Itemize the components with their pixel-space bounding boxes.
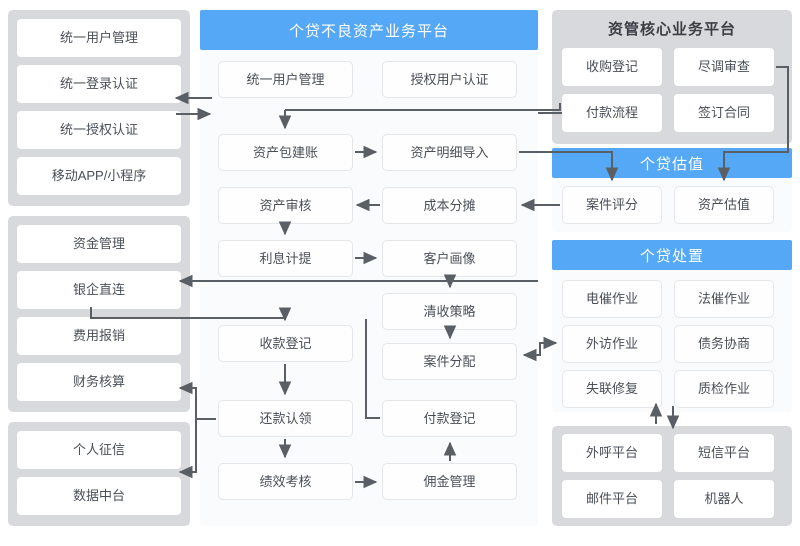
right-item-lost-contact-recovery[interactable]: 失联修复	[562, 370, 662, 408]
right-item-phone-collection[interactable]: 电催作业	[562, 280, 662, 318]
left-item-unified-login-auth[interactable]: 统一登录认证	[17, 65, 181, 103]
center-box-asset-detail-import[interactable]: 资产明细导入	[382, 134, 517, 171]
left-item-personal-credit[interactable]: 个人征信	[17, 431, 181, 469]
left-item-fund-mgmt[interactable]: 资金管理	[17, 225, 181, 263]
left-group-finance: 资金管理 银企直连 费用报销 财务核算	[8, 216, 190, 412]
right-item-sms-platform[interactable]: 短信平台	[674, 434, 774, 472]
right-item-case-scoring[interactable]: 案件评分	[562, 186, 662, 224]
center-box-customer-profile[interactable]: 客户画像	[382, 240, 517, 277]
left-item-data-midplatform[interactable]: 数据中台	[17, 477, 181, 515]
left-item-mobile-app[interactable]: 移动APP/小程序	[17, 157, 181, 195]
right-item-payment-process[interactable]: 付款流程	[562, 94, 662, 132]
center-box-receipt-registration[interactable]: 收款登记	[218, 325, 353, 362]
right-header-loan-disposal: 个贷处置	[552, 240, 792, 270]
center-box-interest-accrual[interactable]: 利息计提	[218, 240, 353, 277]
left-item-bank-enterprise-link[interactable]: 银企直连	[17, 271, 181, 309]
left-item-unified-authz[interactable]: 统一授权认证	[17, 111, 181, 149]
left-group-data: 个人征信 数据中台	[8, 422, 190, 526]
left-item-expense-reimbursement[interactable]: 费用报销	[17, 317, 181, 355]
right-item-sign-contract[interactable]: 签订合同	[674, 94, 774, 132]
right-item-acquisition-registration[interactable]: 收购登记	[562, 48, 662, 86]
left-group-user-access: 统一用户管理 统一登录认证 统一授权认证 移动APP/小程序	[8, 10, 190, 206]
center-box-authorized-user-auth[interactable]: 授权用户认证	[382, 61, 517, 98]
center-box-commission-mgmt[interactable]: 佣金管理	[382, 463, 517, 500]
right-header-core-asset-platform: 资管核心业务平台	[607, 20, 736, 38]
right-item-outbound-call-platform[interactable]: 外呼平台	[562, 434, 662, 472]
center-panel-header: 个贷不良资产业务平台	[200, 10, 538, 50]
left-item-unified-user-mgmt[interactable]: 统一用户管理	[17, 19, 181, 57]
right-item-quality-inspection[interactable]: 质检作业	[674, 370, 774, 408]
center-box-payment-registration[interactable]: 付款登记	[382, 400, 517, 437]
right-header-loan-valuation: 个贷估值	[552, 148, 792, 178]
center-box-unified-user-mgmt[interactable]: 统一用户管理	[218, 61, 353, 98]
center-box-asset-package-account[interactable]: 资产包建账	[218, 134, 353, 171]
center-box-collection-strategy[interactable]: 清收策略	[382, 293, 517, 330]
right-item-asset-valuation[interactable]: 资产估值	[674, 186, 774, 224]
center-box-cost-allocation[interactable]: 成本分摊	[382, 187, 517, 224]
right-item-due-diligence-review[interactable]: 尽调审查	[674, 48, 774, 86]
right-item-robot[interactable]: 机器人	[674, 480, 774, 518]
right-item-field-visit[interactable]: 外访作业	[562, 325, 662, 363]
center-box-performance-assessment[interactable]: 绩效考核	[218, 463, 353, 500]
center-box-repayment-claim[interactable]: 还款认领	[218, 400, 353, 437]
left-item-financial-accounting[interactable]: 财务核算	[17, 363, 181, 401]
right-item-debt-negotiation[interactable]: 债务协商	[674, 325, 774, 363]
center-box-asset-review[interactable]: 资产审核	[218, 187, 353, 224]
right-item-legal-collection[interactable]: 法催作业	[674, 280, 774, 318]
center-box-case-assignment[interactable]: 案件分配	[382, 343, 517, 380]
right-item-email-platform[interactable]: 邮件平台	[562, 480, 662, 518]
